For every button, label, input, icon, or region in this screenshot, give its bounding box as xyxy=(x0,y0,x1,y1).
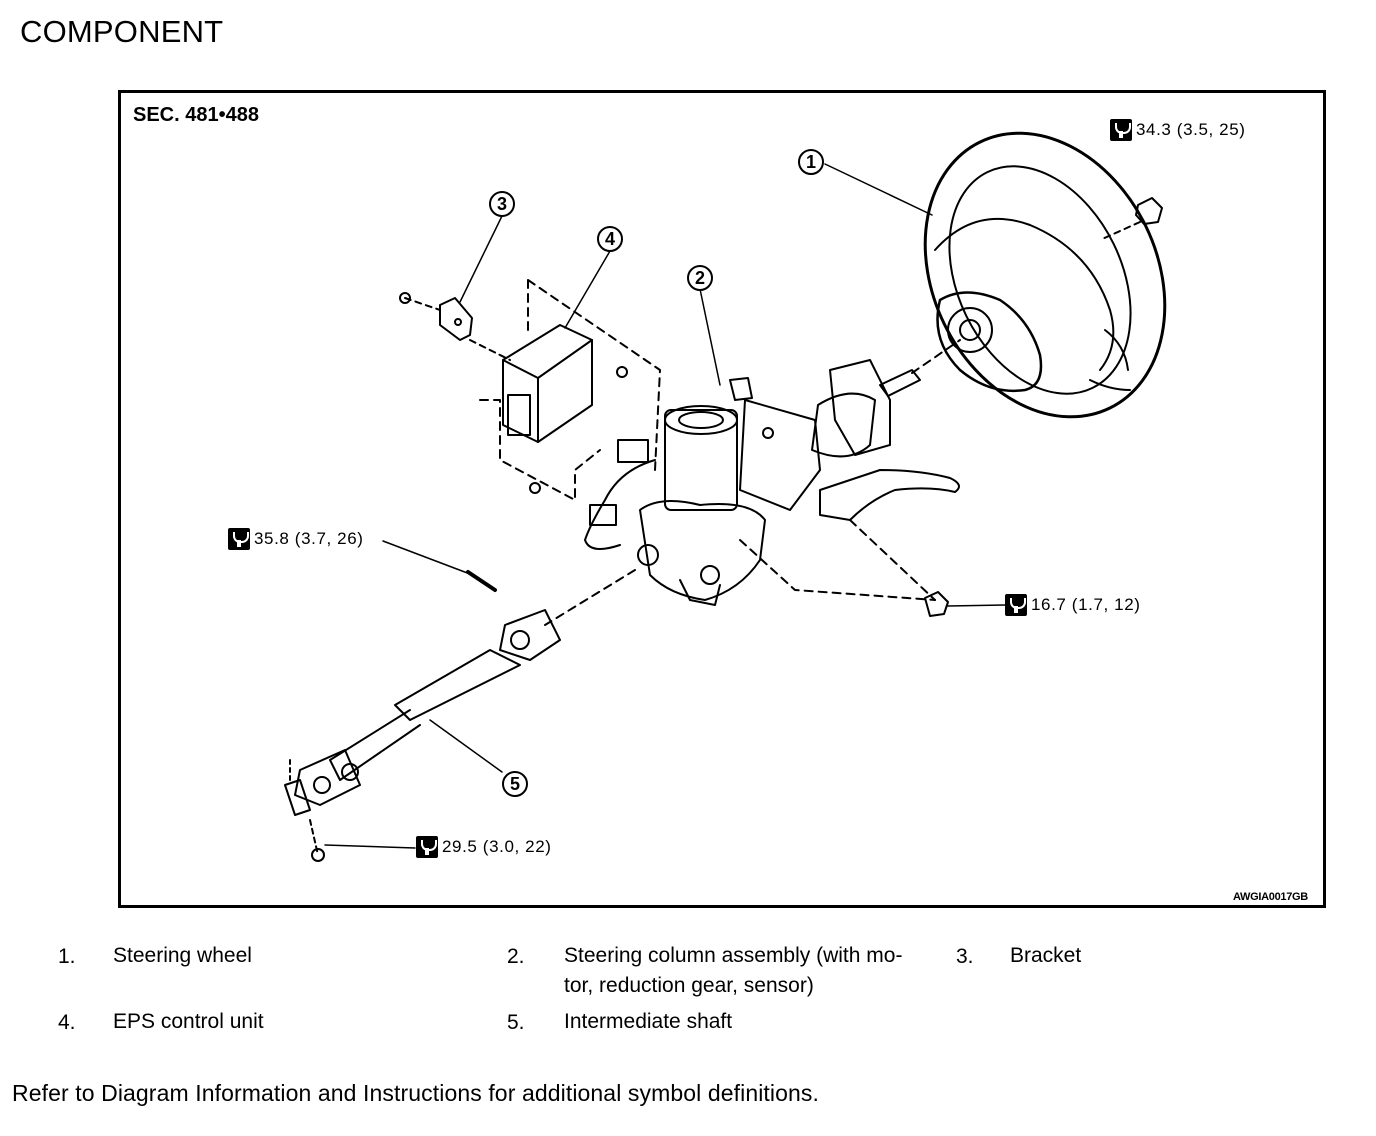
steering-wheel-nut xyxy=(1135,197,1163,225)
steering-column xyxy=(729,339,961,601)
eps-control-unit xyxy=(479,279,661,501)
torque-value: 35.8 (3.7, 26) xyxy=(254,529,364,548)
torque-spec-shaft-bolt: 29.5 (3.0, 22) xyxy=(416,836,552,858)
bolt xyxy=(529,482,541,494)
steering-wheel xyxy=(923,131,1167,419)
torque-wrench-icon xyxy=(1005,594,1027,616)
legend-item-steering-column-cont: tor, reduction gear, sensor) xyxy=(564,974,814,997)
intermediate-shaft xyxy=(284,569,636,862)
torque-value: 34.3 (3.5, 25) xyxy=(1136,120,1246,139)
legend-item-steering-wheel: Steering wheel xyxy=(113,944,252,967)
harness-connector xyxy=(589,504,617,526)
torque-spec-steering-wheel-nut: 34.3 (3.5, 25) xyxy=(1110,119,1246,141)
torque-wrench-icon xyxy=(228,528,250,550)
page-title: COMPONENT xyxy=(20,14,224,49)
callout-2: 2 xyxy=(687,265,713,291)
column-nut xyxy=(924,591,949,617)
callout-3: 3 xyxy=(489,191,515,217)
torque-value: 16.7 (1.7, 12) xyxy=(1031,595,1141,614)
legend-item-steering-column: Steering column assembly (with mo- xyxy=(564,944,903,967)
legend-item-intermediate-shaft: Intermediate shaft xyxy=(564,1010,733,1033)
legend-number: 1. xyxy=(58,945,76,968)
legend-item-eps-control-unit: EPS control unit xyxy=(113,1010,264,1033)
footer-note: Refer to Diagram Information and Instruc… xyxy=(12,1080,820,1106)
callout-5: 5 xyxy=(502,771,528,797)
legend-number: 4. xyxy=(58,1011,76,1034)
section-reference: SEC. 481•488 xyxy=(133,104,259,126)
figure-id: AWGIA0017GB xyxy=(1233,891,1308,903)
torque-wrench-icon xyxy=(1110,119,1132,141)
legend-number: 3. xyxy=(956,945,974,968)
torque-wrench-icon xyxy=(416,836,438,858)
legend-number: 5. xyxy=(507,1011,525,1034)
torque-value: 29.5 (3.0, 22) xyxy=(442,837,552,856)
bracket xyxy=(399,292,511,361)
callout-4: 4 xyxy=(597,226,623,252)
legend-item-bracket: Bracket xyxy=(1010,944,1082,967)
figure-frame xyxy=(118,90,1326,908)
torque-spec-column-bolt: 35.8 (3.7, 26) xyxy=(228,528,364,550)
bolt xyxy=(616,366,628,378)
wire-harness xyxy=(584,459,656,550)
leader-lines xyxy=(324,163,1006,849)
legend-number: 2. xyxy=(507,945,525,968)
eps-motor xyxy=(637,405,936,606)
callout-1: 1 xyxy=(798,149,824,175)
harness-connector-upper xyxy=(617,439,649,463)
torque-spec-column-nut: 16.7 (1.7, 12) xyxy=(1005,594,1141,616)
